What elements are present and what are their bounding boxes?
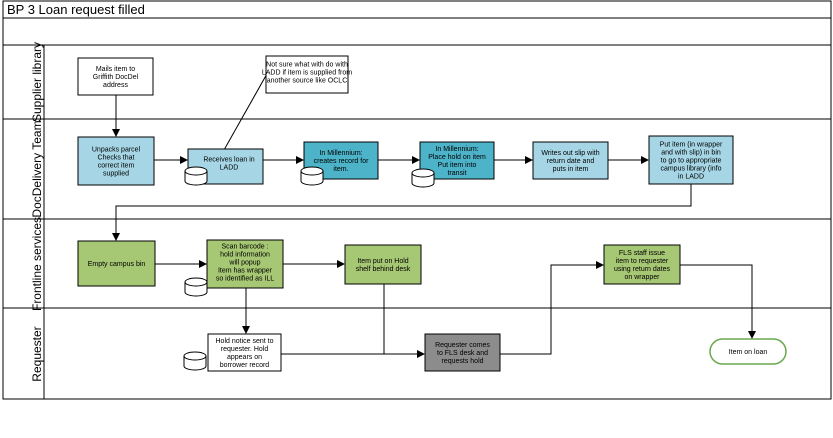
box-text-line: creates record for [314, 158, 370, 165]
box-text-line: will popup [228, 260, 260, 267]
box-text-line: address [103, 82, 128, 89]
box-text-line: puts in item [553, 166, 589, 173]
box-text-line: item. [333, 166, 348, 173]
box-text-line: in LADD [678, 174, 704, 181]
connectors [112, 71, 756, 358]
database-icon [183, 351, 207, 371]
box-text-line: FLS staff issue [619, 250, 665, 257]
box-text-line: appears on [227, 354, 262, 361]
box-text-line: Place hold on item [428, 154, 486, 161]
box-text-line: Put item (in wrapper [660, 142, 723, 149]
item-on-loan-terminal: Item on loan [709, 338, 787, 365]
svg-text:Frontline services: Frontline services [30, 217, 44, 311]
box-text-line: Griffith DocDel [93, 74, 139, 81]
box-text-line: so identified as ILL [216, 276, 274, 283]
box-text-line: Mails item to [96, 66, 135, 73]
lane-label-requester: Requester [30, 326, 44, 381]
box-text-line: requests hold [441, 358, 483, 365]
box-text-line: to FLS desk and [437, 350, 488, 357]
box-text-line: using return dates [614, 266, 671, 273]
database-icon [184, 277, 208, 297]
box-text-line: item to requester [616, 258, 669, 265]
svg-text:Supplier library: Supplier library [30, 42, 44, 122]
box-text-line: Empty campus bin [88, 261, 146, 268]
svg-text:Item on loan: Item on loan [729, 349, 768, 356]
box-text-line: In Millennium: [319, 150, 362, 157]
empty-campus-bin-box: Empty campus bin [77, 240, 156, 287]
svg-text:Empty campus bin: Empty campus bin [88, 261, 146, 268]
box-text-line: Hold notice sent to [216, 338, 274, 345]
box-text-line: requester. Hold [221, 346, 269, 353]
box-text-line: Item has wrapper [218, 268, 273, 275]
box-text-line: another source like OCLC [267, 78, 348, 85]
box-text-line: borrower record [220, 362, 270, 369]
box-text-line: Item put on Hold [357, 258, 408, 265]
lane-label-docdelivery: DocDelivery Team [30, 120, 44, 217]
svg-text:DocDelivery Team: DocDelivery Team [30, 120, 44, 217]
diagram-frame [2, 0, 832, 400]
lane-label-frontline: Frontline services [30, 217, 44, 311]
box-text-line: transit [447, 170, 466, 177]
box-text-line: Unpacks parcel [92, 147, 141, 154]
box-text-line: correct item [98, 163, 135, 170]
box-text-line: to go to appropriate [661, 158, 722, 165]
lane-label-supplier: Supplier library [30, 42, 44, 122]
box-text-line: on wrapper [624, 274, 660, 281]
box-text-line: Receives loan in [203, 157, 254, 164]
database-icon [411, 168, 435, 188]
box-text-line: Item on loan [729, 349, 768, 356]
box-text-line: In Millennium: [435, 146, 478, 153]
box-text-line: Requester comes [435, 342, 490, 349]
box-text-line: LADD if item is supplied from [262, 70, 352, 77]
svg-text:Requester: Requester [30, 326, 44, 381]
box-text-line: LADD [220, 165, 239, 172]
box-text-line: Checks that [98, 155, 135, 162]
box-text-line: Writes out slip with [541, 150, 599, 157]
box-text-line: Not sure what with do with [266, 62, 348, 69]
box-text-line: shelf behind desk [356, 266, 411, 273]
box-text-line: campus library (info [660, 166, 721, 173]
box-text-line: hold information [220, 252, 270, 259]
database-icon [184, 166, 208, 186]
box-text-line: return date and [547, 158, 595, 165]
connector [112, 184, 692, 241]
box-text-line: supplied [103, 171, 129, 178]
connector [500, 261, 604, 355]
box-text-line: and with slip) in bin [661, 150, 721, 157]
note-connector [223, 71, 269, 151]
database-icon [300, 166, 324, 186]
connector [680, 264, 756, 339]
box-text-line: Scan barcode : [221, 244, 268, 251]
box-text-line: Put item into [438, 162, 477, 169]
diagram-title: BP 3 Loan request filled [7, 2, 145, 17]
